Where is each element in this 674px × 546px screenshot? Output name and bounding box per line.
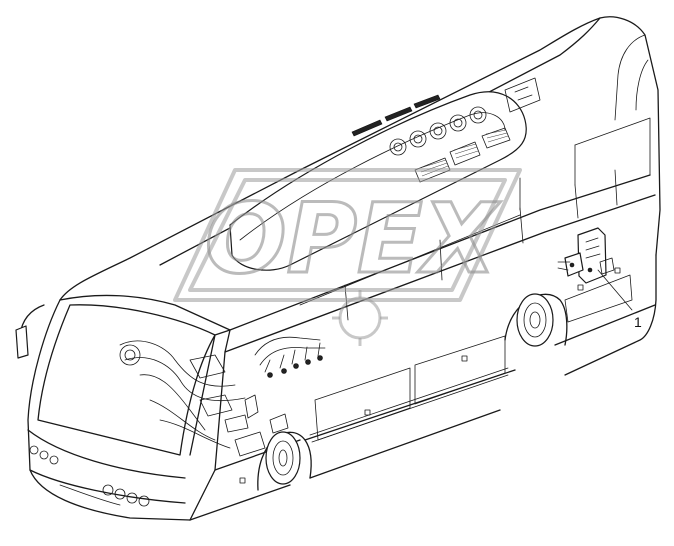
rear-component-assembly [557,227,615,284]
callout-label: 1 [634,314,642,330]
callout-1: 1 [597,269,642,330]
watermark-logo: OPEX [173,168,522,346]
front-wiring-harness [119,336,326,457]
roof-vent-fans [389,106,487,156]
watermark-text: OPEX [205,183,501,295]
callout-leader-line [597,269,633,311]
